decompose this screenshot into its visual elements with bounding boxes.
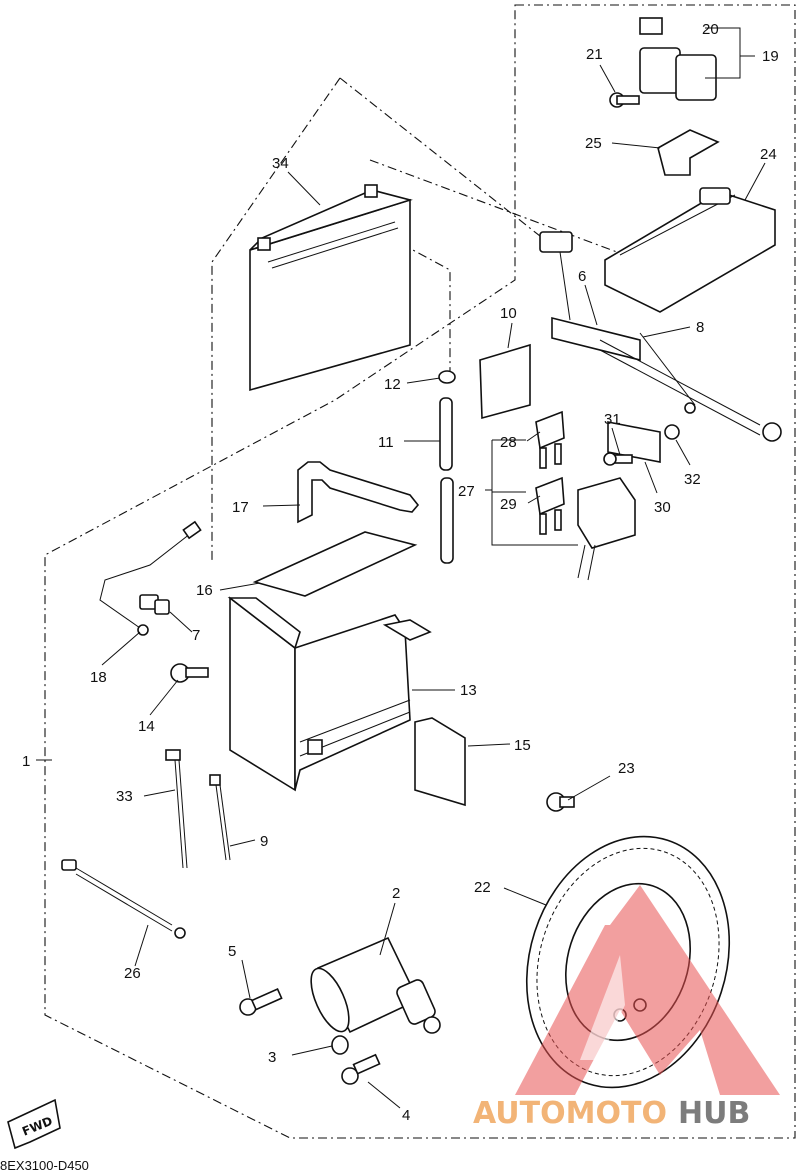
fwd-badge: FWD xyxy=(7,1098,61,1150)
diagram-code: 8EX3100-D450 xyxy=(0,1158,89,1173)
fuse-29 xyxy=(535,476,565,535)
screw-31 xyxy=(603,452,633,466)
starter-motor xyxy=(310,936,441,1034)
lead-18 xyxy=(99,520,202,636)
bolt-14 xyxy=(170,663,209,683)
callout-17: 17 xyxy=(232,499,249,516)
callout-27: 27 xyxy=(458,483,475,500)
battery-sheet xyxy=(252,531,418,597)
leader-battery-right xyxy=(369,159,626,256)
battery-band xyxy=(297,461,420,524)
callout-30: 30 xyxy=(654,499,671,516)
callout-18: 18 xyxy=(90,669,107,686)
callout-12: 12 xyxy=(384,376,401,393)
relay-cover xyxy=(604,187,776,313)
assembly-boundary xyxy=(44,4,796,1139)
leader-battery-left xyxy=(211,77,341,560)
callout-16: 16 xyxy=(196,582,213,599)
callout-19: 19 xyxy=(762,48,779,65)
callout-11: 11 xyxy=(378,434,394,451)
watermark-logo xyxy=(515,885,780,1095)
bolt-4 xyxy=(341,1053,381,1085)
callout-26: 26 xyxy=(124,965,141,982)
callout-14: 14 xyxy=(138,718,155,735)
fuse-holder xyxy=(577,477,636,581)
battery-pad xyxy=(479,343,531,420)
watermark-text-2: HUB xyxy=(678,1096,750,1131)
callout-34: 34 xyxy=(272,155,289,172)
bolt-5 xyxy=(239,987,283,1016)
nut-32 xyxy=(664,424,680,440)
callout-23: 23 xyxy=(618,760,635,777)
callout-7: 7 xyxy=(192,627,200,644)
battery xyxy=(249,184,413,392)
callout-4: 4 xyxy=(402,1107,410,1124)
callout-13: 13 xyxy=(460,682,477,699)
relay-bracket xyxy=(657,129,720,176)
battery-box xyxy=(227,596,432,792)
callout-33: 33 xyxy=(116,788,133,805)
relay-screw xyxy=(609,92,640,108)
callout-22: 22 xyxy=(474,879,491,896)
callout-2: 2 xyxy=(392,885,400,902)
band-33 xyxy=(165,749,188,869)
relay-unit xyxy=(639,17,717,101)
callout-9: 9 xyxy=(260,833,268,850)
fuse-bracket xyxy=(607,421,661,463)
callout-15: 15 xyxy=(514,737,531,754)
callout-1: 1 xyxy=(22,753,30,770)
callout-32: 32 xyxy=(684,471,701,488)
callout-6: 6 xyxy=(578,268,586,285)
watermark-text-1: AUTOMOTO xyxy=(473,1096,667,1131)
bracket-27 xyxy=(491,440,578,546)
lead-26 xyxy=(61,859,186,939)
leader-lines xyxy=(36,27,766,1109)
callout-24: 24 xyxy=(760,146,777,163)
callout-31: 31 xyxy=(604,411,621,428)
callout-5: 5 xyxy=(228,943,236,960)
callout-3: 3 xyxy=(268,1049,276,1066)
leader-battery-top xyxy=(339,77,546,241)
callout-21: 21 xyxy=(586,46,603,63)
o-ring-3 xyxy=(331,1035,349,1055)
callout-29: 29 xyxy=(500,496,517,513)
battery-cover-plate xyxy=(414,717,466,807)
callout-10: 10 xyxy=(500,305,517,322)
callout-25: 25 xyxy=(585,135,602,152)
callout-28: 28 xyxy=(500,434,517,451)
breather-hose xyxy=(438,370,456,564)
starter-relay-lead xyxy=(539,231,782,442)
band-9 xyxy=(209,774,231,861)
callout-20: 20 xyxy=(702,21,719,38)
bolt-23 xyxy=(546,792,575,812)
callouts: 1 2 3 4 5 6 7 8 9 10 11 12 13 14 15 16 1… xyxy=(22,21,779,1124)
callout-8: 8 xyxy=(696,319,704,336)
connector-7 xyxy=(139,594,170,615)
fuse-28 xyxy=(535,410,565,469)
